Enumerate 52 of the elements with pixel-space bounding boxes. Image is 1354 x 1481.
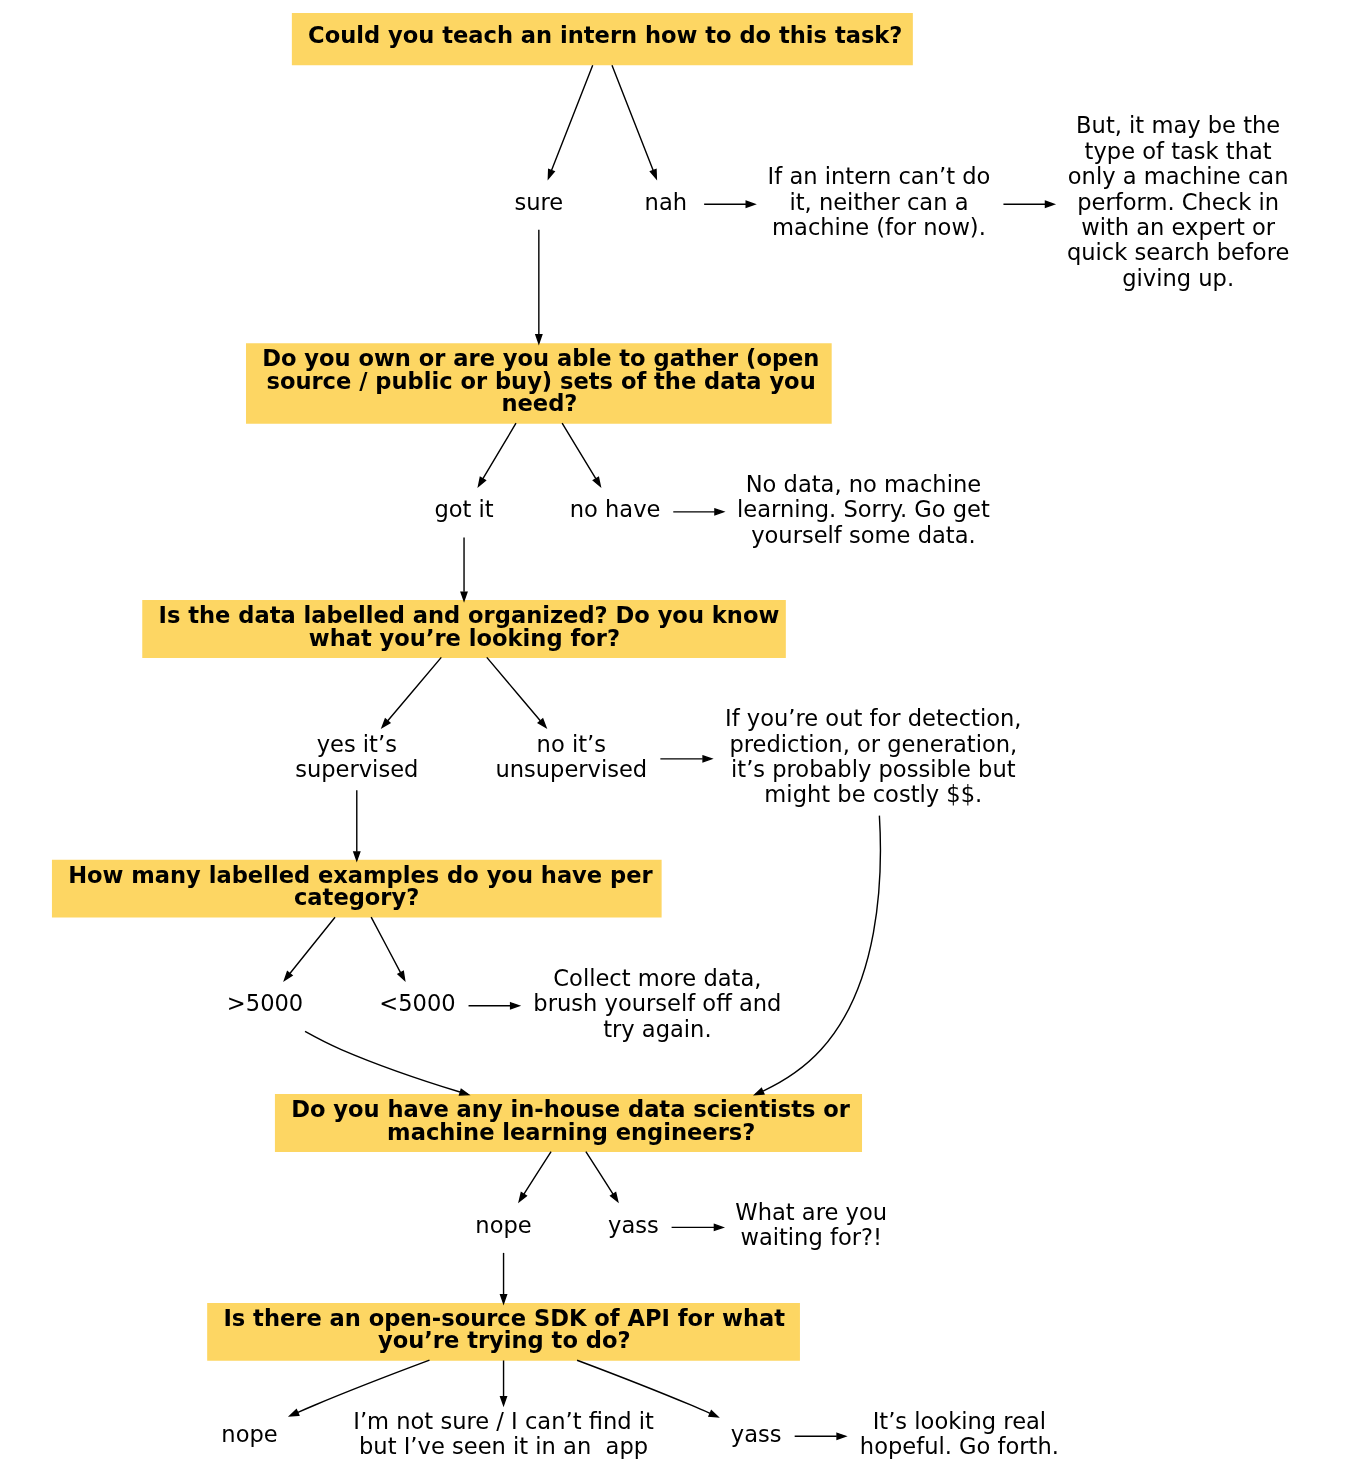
node-box: Is the data labelled and organized? Do you know what you’re looking for? [141, 600, 786, 658]
arrow [752, 814, 881, 1096]
node-text: If an intern can’t do it, neither can a machine (for now). [767, 163, 990, 240]
arrow [352, 789, 361, 863]
node-box: Is there an open-source SDK of API for what you’re trying to do? [206, 1302, 800, 1361]
arrow [282, 916, 336, 982]
node-text: nope [474, 1211, 532, 1238]
node-text: Collect more data, brush yourself off and try again. [532, 964, 781, 1042]
arrow [534, 229, 543, 346]
node-box: Could you teach an intern how to do this task? [291, 12, 913, 66]
node-text: no have [569, 496, 660, 523]
arrow [380, 656, 442, 730]
arrow [560, 422, 601, 488]
arrow [459, 536, 468, 603]
node-text: It’s looking real hopeful. Go forth. [859, 1407, 1059, 1460]
arrow [499, 1359, 507, 1408]
node-text: yes it’s supervised [294, 730, 418, 782]
arrow [499, 1252, 507, 1306]
node-text: What are you waiting for?! [734, 1199, 887, 1251]
node-text: I’m not sure / I can’t find it but I’ve seen it in an app [352, 1407, 654, 1460]
arrow [702, 200, 757, 209]
node-box: Do you have any in-house data scientists or machine learning engineers? [274, 1094, 862, 1152]
node-text: No data, no machine learning. Sorry. Go get yourself some data. [736, 470, 990, 548]
arrow [793, 1432, 848, 1441]
node-text: yass [607, 1211, 659, 1238]
arrow [1002, 200, 1056, 209]
arrow [610, 64, 657, 181]
node-text: >5000 [226, 990, 303, 1017]
node-text: nah [644, 188, 687, 215]
arrow [517, 1150, 552, 1204]
arrow [476, 422, 517, 488]
arrow [672, 507, 726, 516]
arrow [467, 1001, 521, 1010]
node-box: Do you own or are you able to gather (open source / public or buy) sets of the data you need? [245, 343, 832, 424]
node-text: sure [513, 188, 563, 215]
node-text: got it [433, 496, 494, 523]
arrow [369, 916, 406, 983]
arrow [575, 1359, 720, 1418]
arrow [659, 754, 714, 763]
arrow [485, 656, 547, 730]
node-text: But, it may be the type of task that only a machine can perform. Check in with an expert or quick search before giving up. [1066, 112, 1289, 291]
arrow [670, 1223, 725, 1232]
arrow [303, 1030, 471, 1096]
node-text: If you’re out for detection, prediction, or generation, it’s probably possible but might be costly $$. [724, 705, 1022, 808]
node-text: yass [730, 1420, 782, 1447]
node-box: How many labelled examples do you have per category? [51, 859, 662, 918]
node-text: nope [220, 1420, 278, 1447]
arrow [547, 64, 593, 181]
arrow [584, 1150, 619, 1204]
node-text: <5000 [378, 990, 456, 1017]
node-text: no it’s unsupervised [494, 730, 647, 782]
arrow [287, 1359, 430, 1417]
